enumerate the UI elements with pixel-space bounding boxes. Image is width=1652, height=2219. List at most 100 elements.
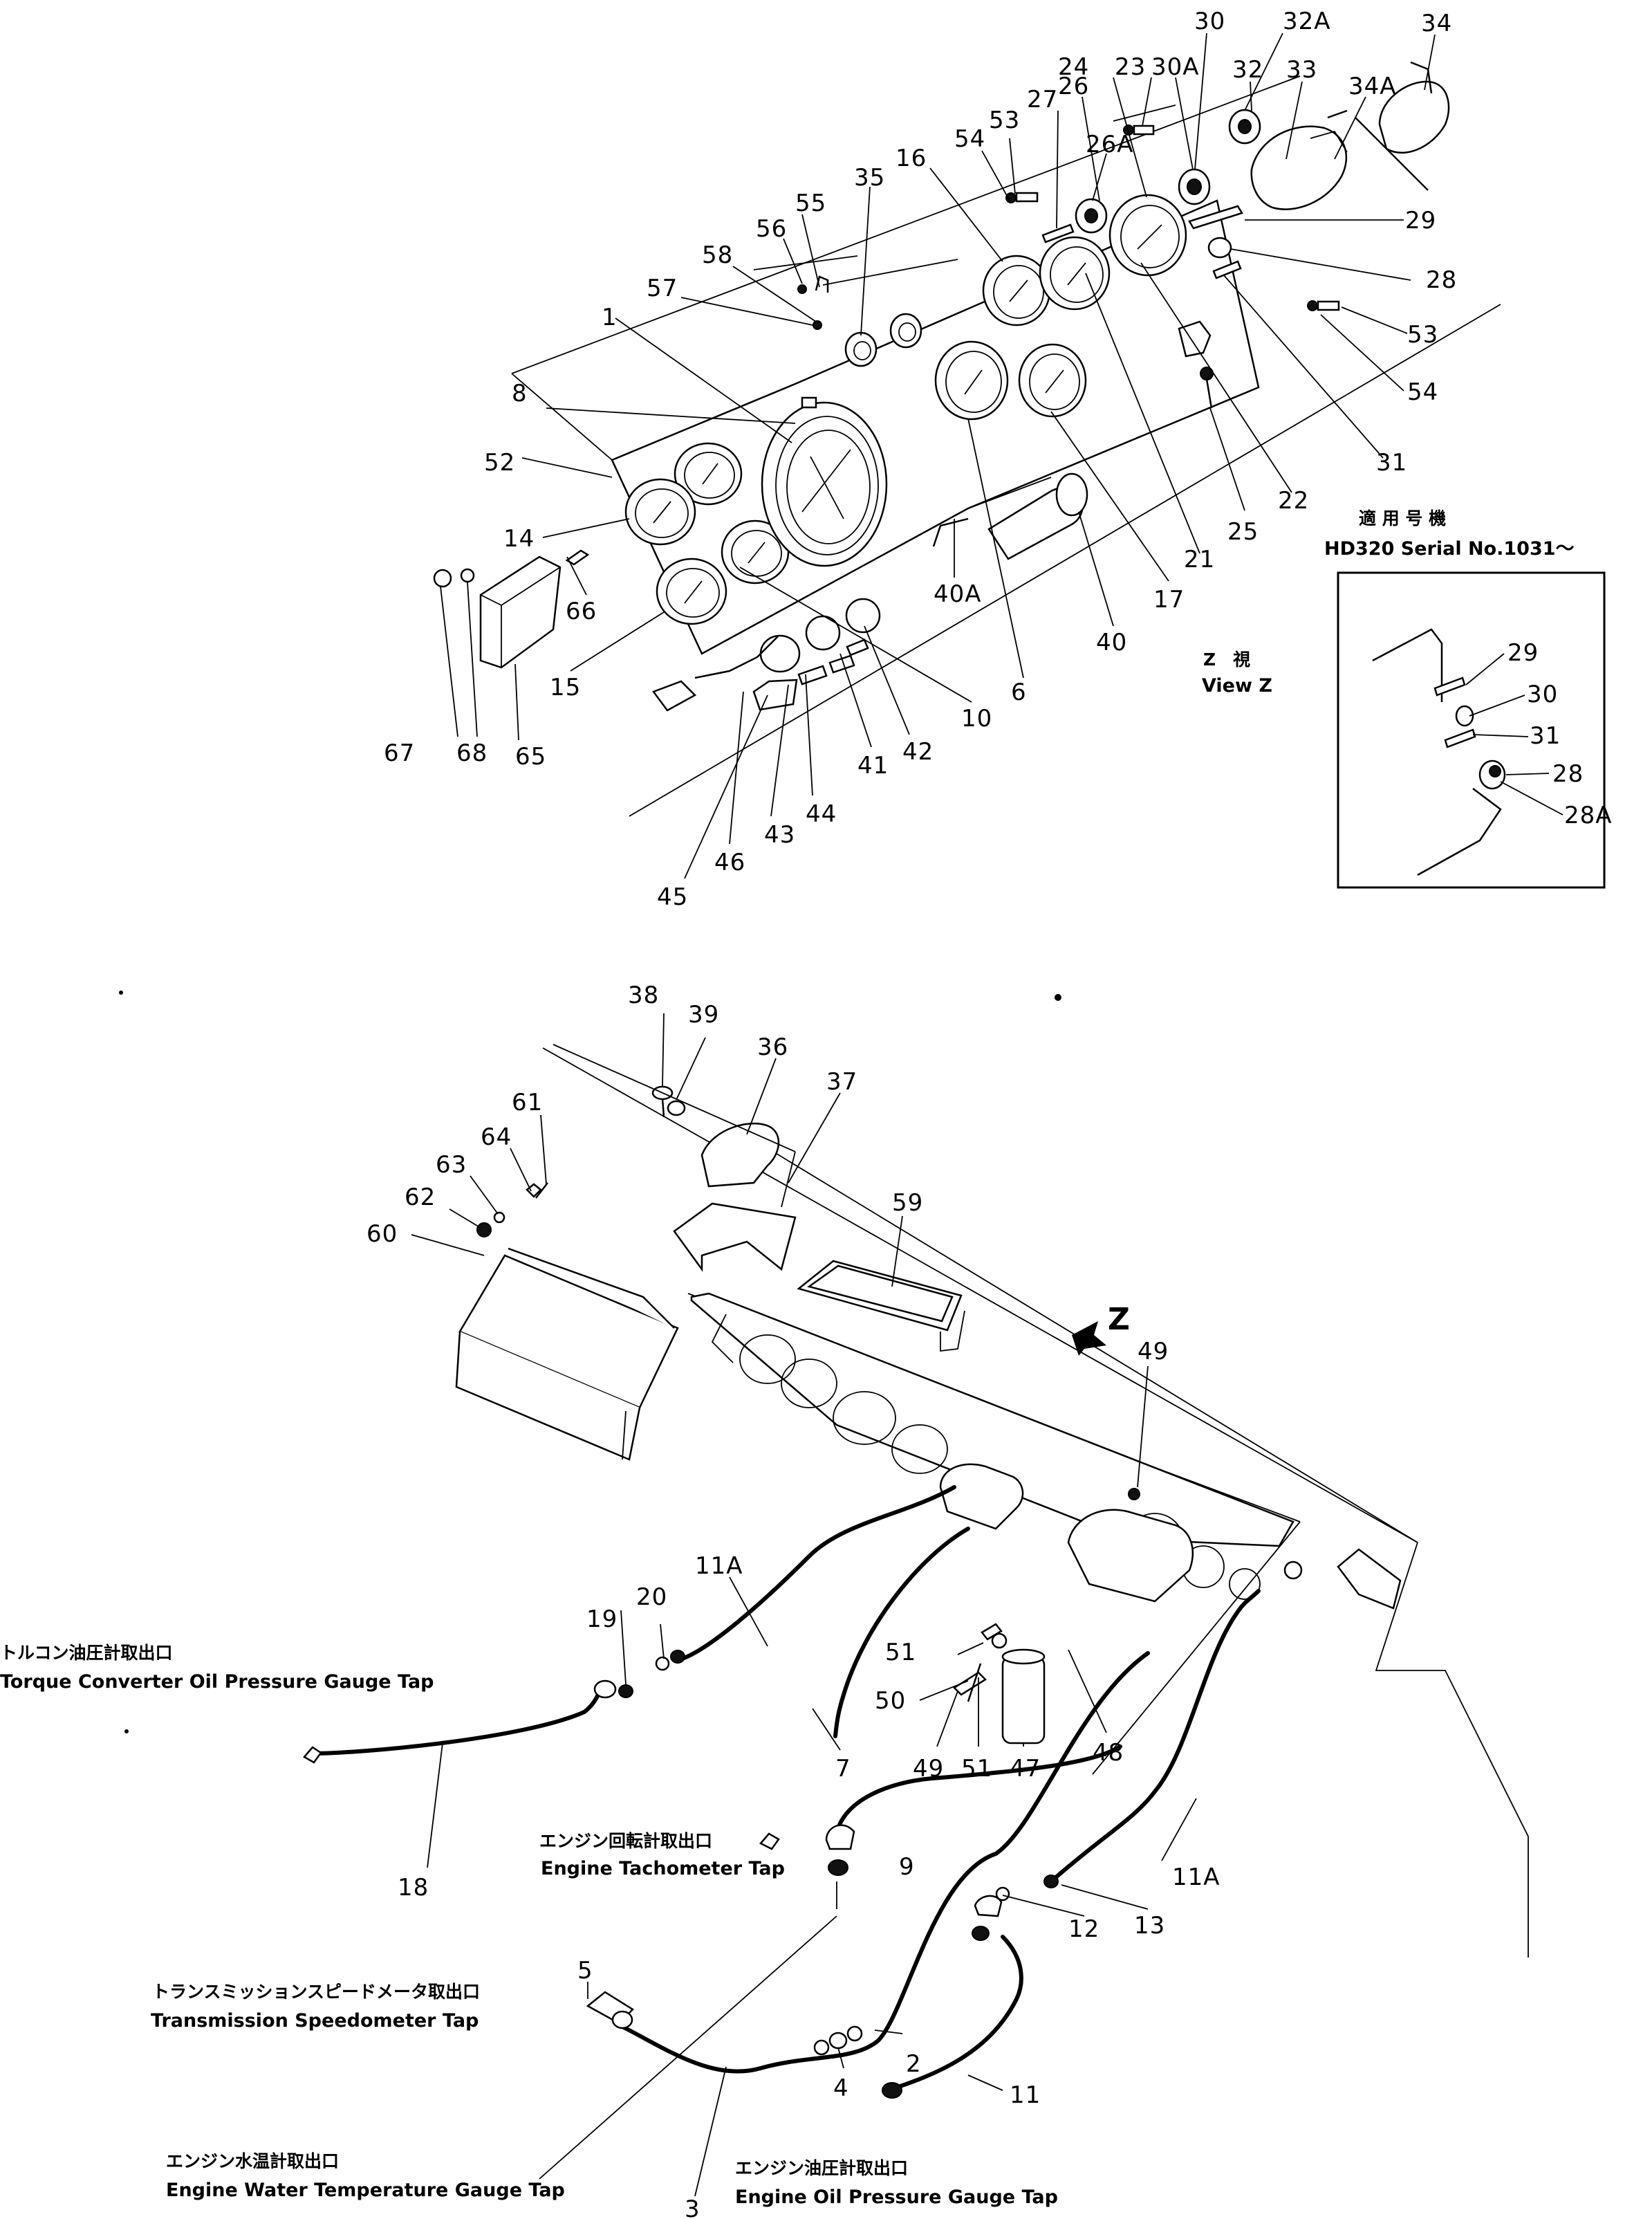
- part-labels-top: 30 32A 34 23 30A 32 33 24 26 34A 27 53 2…: [384, 8, 1457, 911]
- label-33: 33: [1286, 56, 1317, 84]
- fitting-5: [586, 1991, 634, 2029]
- label-50: 50: [875, 1687, 906, 1715]
- label-30: 30: [1194, 8, 1225, 35]
- hose-18: [313, 1693, 600, 1756]
- label-40a: 40A: [934, 580, 982, 608]
- label-19: 19: [586, 1605, 618, 1633]
- bracket-36-37: [673, 1123, 797, 1272]
- screw-53-54-upper: [1005, 192, 1039, 203]
- switch-40: [987, 472, 1088, 560]
- indicator-lamps-35: [844, 313, 922, 367]
- label-56: 56: [756, 215, 787, 243]
- serial-en: HD320 Serial No.1031～: [1324, 538, 1575, 560]
- label-26a: 26A: [1086, 131, 1134, 158]
- gauge-21: [1039, 236, 1111, 311]
- label-34: 34: [1421, 10, 1452, 37]
- switch-26a: [1075, 198, 1108, 234]
- inset-label-31: 31: [1530, 722, 1561, 750]
- label-23: 23: [1115, 53, 1146, 81]
- label-16: 16: [895, 145, 927, 172]
- label-9: 9: [899, 1853, 915, 1881]
- label-48: 48: [1093, 1739, 1124, 1767]
- hardware-55-58: [797, 259, 958, 330]
- label-52: 52: [484, 449, 515, 477]
- hose-11a-left: [676, 1485, 956, 1662]
- leader-lines-top: [440, 33, 1436, 879]
- label-20: 20: [636, 1583, 667, 1611]
- z-arrow-label: Z: [1108, 1302, 1131, 1337]
- label-31: 31: [1376, 449, 1407, 477]
- hose-2-water: [620, 1651, 1150, 2074]
- label-6: 6: [1011, 679, 1027, 706]
- label-51-upper: 51: [885, 1639, 916, 1666]
- label-35: 35: [854, 164, 885, 192]
- label-36: 36: [757, 1033, 788, 1061]
- label-51-lower: 51: [961, 1755, 992, 1783]
- label-30a: 30A: [1151, 53, 1200, 81]
- water-tap-en: Engine Water Temperature Gauge Tap: [166, 2180, 565, 2201]
- label-62: 62: [405, 1184, 436, 1211]
- cable-7: [833, 1527, 970, 1738]
- gauge-8: [674, 442, 743, 506]
- key-switch-25: [1178, 320, 1214, 409]
- label-4: 4: [833, 2074, 849, 2102]
- label-32a: 32A: [1283, 8, 1331, 35]
- tacho-tap-en: Engine Tachometer Tap: [541, 1858, 785, 1879]
- screw-53-54-lower: [1307, 300, 1340, 311]
- label-53-upper: 53: [989, 107, 1020, 134]
- label-49-lower: 49: [913, 1755, 944, 1783]
- label-29: 29: [1405, 207, 1436, 234]
- water-tap-jp: エンジン水温計取出口: [166, 2151, 339, 2171]
- cover-59: [797, 1260, 965, 1352]
- relay-65: [433, 549, 590, 669]
- label-10: 10: [961, 705, 992, 733]
- torque-tap-en: Torque Converter Oil Pressure Gauge Tap: [0, 1671, 434, 1693]
- label-27: 27: [1027, 86, 1058, 113]
- label-60: 60: [366, 1220, 398, 1248]
- bolt-23: [1123, 125, 1155, 136]
- label-11a-right: 11A: [1172, 1863, 1221, 1891]
- label-5: 5: [577, 1957, 593, 1985]
- view-z-arrow: Z: [1072, 1302, 1131, 1356]
- starter-switch-32: [1228, 109, 1348, 210]
- label-66: 66: [566, 598, 597, 625]
- inset-label-28: 28: [1552, 760, 1584, 788]
- part-labels-bottom: 38 39 36 37 61 64 63 62 60 59 49 11A 20 …: [366, 982, 1221, 2219]
- label-24: 24: [1058, 53, 1089, 81]
- label-67: 67: [384, 739, 415, 767]
- view-z-jp: Z 視: [1203, 650, 1250, 670]
- part-31: [1212, 260, 1242, 279]
- hardware-61-64: [476, 1182, 548, 1237]
- label-32: 32: [1232, 56, 1263, 84]
- trans-tap-en: Transmission Speedometer Tap: [151, 2010, 479, 2032]
- part-28: [1207, 237, 1232, 259]
- leader-lines-bottom: [411, 1013, 1197, 2197]
- label-12: 12: [1068, 1915, 1099, 1943]
- oil-tap-en: Engine Oil Pressure Gauge Tap: [735, 2186, 1058, 2208]
- label-1: 1: [602, 304, 618, 331]
- clip-27: [1041, 223, 1075, 243]
- label-65: 65: [515, 743, 546, 771]
- part-29: [1188, 205, 1243, 230]
- torque-tap-jp: トルコン油圧計取出口: [0, 1643, 173, 1663]
- label-21: 21: [1184, 546, 1215, 573]
- gauge-14: [624, 478, 696, 546]
- fitting-4: [813, 2025, 863, 2056]
- label-28: 28: [1426, 266, 1457, 294]
- label-59: 59: [892, 1189, 923, 1217]
- tacho-tap-jp: エンジン回転計取出口: [539, 1831, 712, 1851]
- cable-9-tacho: [835, 1744, 1122, 1835]
- inset-label-28a: 28A: [1564, 802, 1613, 829]
- label-11a-left: 11A: [695, 1552, 743, 1580]
- serial-jp: 適 用 号 機: [1359, 508, 1446, 528]
- bracket-40a: [932, 517, 969, 547]
- bracket-34: [1327, 61, 1450, 191]
- fitting-18-end: [303, 1746, 322, 1764]
- bolt-38-39: [651, 1085, 686, 1118]
- label-43: 43: [764, 821, 795, 849]
- switch-30a: [1178, 168, 1211, 205]
- fitting-19-20: [593, 1650, 685, 1699]
- label-8: 8: [512, 380, 528, 407]
- view-z-inset: 29 30 31 28 28A: [1337, 571, 1613, 889]
